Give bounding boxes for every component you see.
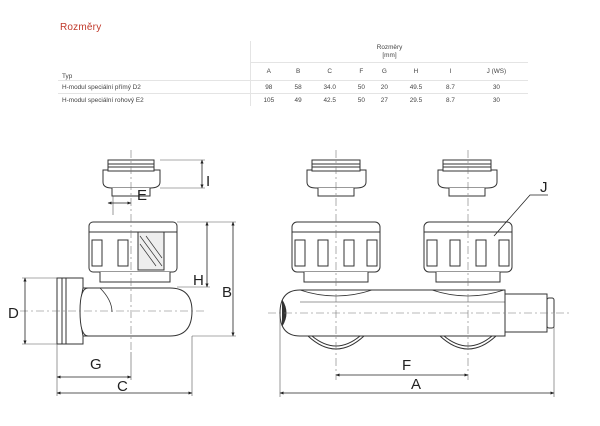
row-type: H-modul speciální rohový E2 xyxy=(58,93,251,106)
table-cell: 49 xyxy=(286,93,310,106)
top-connector-front-left xyxy=(306,159,367,197)
table-cell: 98 xyxy=(250,80,287,94)
table-cell: 34.0 xyxy=(309,80,350,94)
column-header: H xyxy=(395,62,437,81)
table-cell: 50 xyxy=(349,80,373,94)
valve-head-left xyxy=(88,221,178,283)
dimensions-group-header: Rozměry [mm] xyxy=(251,41,529,63)
label-a: A xyxy=(411,376,421,393)
table-cell: 30 xyxy=(464,80,528,94)
table-cell: 20 xyxy=(372,80,396,94)
top-connector-front-right xyxy=(437,159,498,197)
table-cell: 50 xyxy=(349,93,373,106)
table-cell: 105 xyxy=(250,93,287,106)
group-header-line2: [mm] xyxy=(382,51,397,59)
row-type: H-modul speciální přímý D2 xyxy=(58,80,251,94)
table-cell: 42.5 xyxy=(309,93,350,106)
column-header: G xyxy=(372,62,396,81)
side-view xyxy=(20,150,236,396)
table-cell: 29.5 xyxy=(395,93,437,106)
table-cell: 8.7 xyxy=(436,80,465,94)
column-header: I xyxy=(436,62,465,81)
table-cell: 27 xyxy=(372,93,396,106)
section-title: Rozměry xyxy=(60,22,102,33)
table-row: H-modul speciální rohový E2 105 49 42.5 … xyxy=(58,93,528,106)
label-b: B xyxy=(222,284,232,301)
column-header: B xyxy=(286,62,310,81)
column-header: A xyxy=(250,62,287,81)
label-e: E xyxy=(137,187,147,204)
type-header: Typ xyxy=(58,41,251,81)
table-cell: 49.5 xyxy=(395,80,437,94)
column-header: C xyxy=(309,62,350,81)
dimensions-table: Typ Rozměry [mm] A B C F G H I J (WS) H-… xyxy=(58,41,528,106)
label-f: F xyxy=(402,357,411,374)
top-connector-left xyxy=(102,159,161,197)
table-cell: 8.7 xyxy=(436,93,465,106)
label-i: I xyxy=(206,173,210,190)
label-c: C xyxy=(117,378,128,395)
table-row: H-modul speciální přímý D2 98 58 34.0 50… xyxy=(58,80,528,94)
table-cell: 30 xyxy=(464,93,528,106)
column-header: F xyxy=(349,62,373,81)
front-view xyxy=(268,150,572,397)
label-g: G xyxy=(90,356,102,373)
dimension-labels: I E H B D G C J F A xyxy=(8,173,548,395)
table-cell: 58 xyxy=(286,80,310,94)
label-h: H xyxy=(193,272,204,289)
label-d: D xyxy=(8,305,19,322)
column-header: J (WS) xyxy=(464,62,528,81)
group-header-line1: Rozměry xyxy=(376,43,403,51)
side-body xyxy=(56,277,193,345)
label-j: J xyxy=(540,179,548,196)
